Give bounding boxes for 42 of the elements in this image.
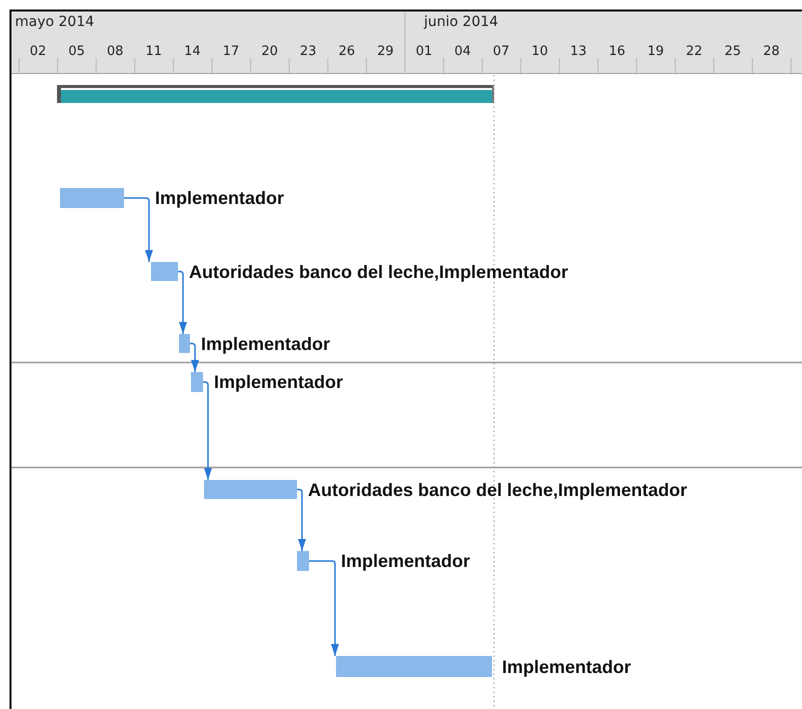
month-label: junio 2014 bbox=[424, 14, 498, 30]
task-bar bbox=[204, 480, 297, 499]
task-bar bbox=[179, 334, 190, 353]
day-label: 22 bbox=[684, 44, 704, 59]
day-label: 29 bbox=[376, 44, 395, 59]
dependency-arrow bbox=[124, 197, 153, 262]
day-label: 17 bbox=[222, 44, 240, 59]
resource-label: Autoridades banco del leche,Implementador bbox=[189, 262, 568, 282]
dependency-arrow bbox=[203, 381, 212, 480]
resource-label: Implementador bbox=[341, 551, 470, 571]
day-label: 11 bbox=[144, 44, 164, 59]
dependency-arrow bbox=[297, 488, 306, 551]
day-label: 26 bbox=[338, 44, 356, 59]
day-label: 01 bbox=[414, 44, 434, 59]
day-label: 10 bbox=[530, 44, 550, 59]
day-label: 19 bbox=[646, 44, 665, 59]
day-label: 08 bbox=[106, 44, 124, 59]
day-label: 04 bbox=[453, 44, 472, 59]
task-bar bbox=[336, 656, 492, 677]
day-label: 28 bbox=[762, 44, 781, 59]
day-label: 07 bbox=[492, 44, 510, 59]
dependency-arrow bbox=[309, 560, 339, 656]
task-bar bbox=[151, 262, 178, 281]
resource-label: Implementador bbox=[214, 372, 344, 392]
day-label: 23 bbox=[298, 44, 318, 59]
day-label: 20 bbox=[260, 44, 279, 59]
day-label: 14 bbox=[183, 44, 202, 59]
resource-label: Implementador bbox=[502, 656, 632, 676]
resource-label: Implementador bbox=[155, 188, 284, 208]
day-label: 02 bbox=[28, 44, 48, 59]
summary-bar bbox=[57, 85, 494, 103]
dependency-arrow bbox=[190, 342, 199, 372]
resource-label: Implementador bbox=[201, 334, 330, 354]
day-label: 25 bbox=[724, 44, 742, 59]
resource-label: Autoridades banco del leche,Implementador bbox=[308, 480, 688, 500]
task-bar bbox=[191, 372, 203, 392]
day-label: 16 bbox=[608, 44, 626, 59]
task-bar bbox=[60, 188, 124, 208]
day-label: 05 bbox=[67, 44, 86, 59]
task-bar bbox=[297, 551, 309, 571]
day-label: 13 bbox=[569, 44, 588, 59]
month-label: mayo 2014 bbox=[15, 14, 94, 30]
